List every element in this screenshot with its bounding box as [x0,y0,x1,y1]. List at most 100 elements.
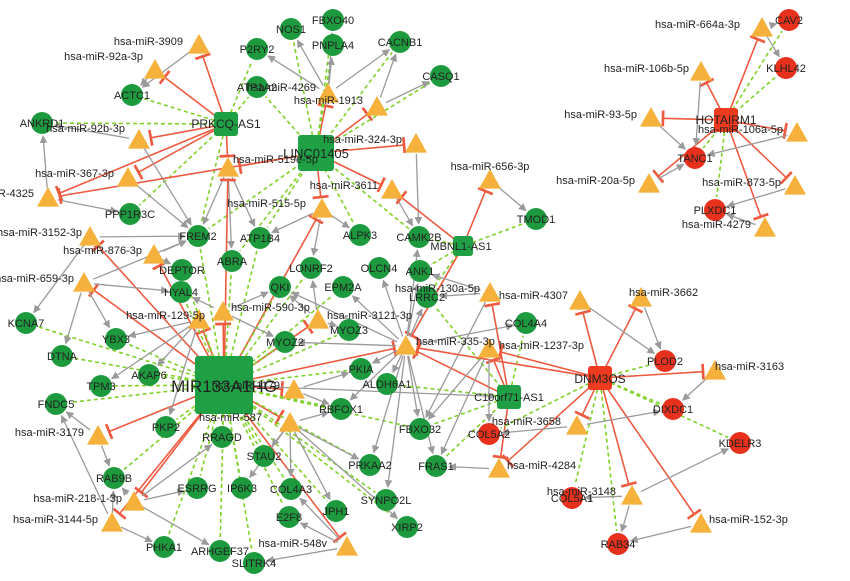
node-xirp2[interactable] [396,516,418,538]
node-dnm3os[interactable] [588,366,612,390]
node-esrrg[interactable] [186,477,208,499]
node-mbnl1-as1[interactable] [453,236,473,256]
node-alpk3[interactable] [349,224,371,246]
node-fbxo40[interactable] [322,9,344,31]
node-lrrc2[interactable] [416,286,438,308]
node-c10orf71-as1[interactable] [497,385,521,409]
node-akap6[interactable] [138,364,160,386]
node-nos1[interactable] [280,18,302,40]
node-qki[interactable] [269,276,291,298]
node-hsa-mir-129-5p[interactable] [188,309,210,329]
node-hsa-mir-3148[interactable] [621,485,643,505]
node-hsa-mir-519e-5p[interactable] [217,157,239,177]
node-prkcq-as1[interactable] [214,112,238,136]
node-e2f8[interactable] [278,506,300,528]
node-klhl42[interactable] [775,57,797,79]
node-dtna[interactable] [51,345,73,367]
node-hsa-mir-1237-3p[interactable] [478,338,500,358]
node-hotairm1[interactable] [714,108,738,132]
node-hsa-mir-876-3p[interactable] [143,244,165,264]
node-hsa-mir-4284[interactable] [488,458,510,478]
node-hsa-mir-367-3p[interactable] [117,167,139,187]
node-prkaa2[interactable] [359,454,381,476]
node-phka1[interactable] [153,536,175,558]
node-fras1[interactable] [425,455,447,477]
node-arhgef37[interactable] [209,540,231,562]
node-mir133a1hg[interactable] [195,356,253,414]
node-hsa-mir-93-5p[interactable] [640,107,662,127]
node-olcn4[interactable] [368,257,390,279]
node-hsa-mir-3662[interactable] [630,287,652,307]
node-atp1a2[interactable] [246,76,268,98]
node-actc1[interactable] [121,84,143,106]
node-kdelr3[interactable] [729,432,751,454]
node-hsa-mir-4269[interactable] [317,83,339,103]
node-rab9b[interactable] [103,467,125,489]
node-hsa-mir-152-3p[interactable] [690,513,712,533]
node-tanc1[interactable] [684,147,706,169]
node-hsa-mir-92a-3p[interactable] [144,59,166,79]
node-hyal4[interactable] [170,281,192,303]
node-slitrk4[interactable] [243,552,265,574]
node-ip6k3[interactable] [231,477,253,499]
node-fndc5[interactable] [45,393,67,415]
node-cav2[interactable] [778,9,800,31]
node-myoz3[interactable] [338,319,360,341]
node-fbxo32[interactable] [409,418,431,440]
node-ppp1r3c[interactable] [119,203,141,225]
node-camk2b[interactable] [408,226,430,248]
node-hsa-mir-3179[interactable] [87,425,109,445]
node-hsa-mir-20a-5p[interactable] [638,173,660,193]
node-rragd[interactable] [211,426,233,448]
node-casq1[interactable] [430,65,452,87]
node-col4a4[interactable] [515,312,537,334]
node-frem2[interactable] [187,225,209,247]
node-hsa-mir-218-1-3p[interactable] [123,491,145,511]
node-hsa-mir-3909[interactable] [188,34,210,54]
node-hsa-mir-515-5p[interactable] [311,198,333,218]
node-synpo2l[interactable] [375,489,397,511]
node-ankrd1[interactable] [31,112,53,134]
node-col5a2[interactable] [478,423,500,445]
node-hsa-mir-335-3p[interactable] [395,335,417,355]
node-p2ry2[interactable] [246,38,268,60]
node-hsa-mir-92b-3p[interactable] [128,129,150,149]
node-jph1[interactable] [325,500,347,522]
node-hsa-mir-3144-5p[interactable] [101,512,123,532]
node-plod2[interactable] [654,350,676,372]
node-cacnb1[interactable] [389,31,411,53]
node-hsa-mir-4279[interactable] [754,217,776,237]
node-hsa-mir-1913[interactable] [366,96,388,116]
node-linc01405[interactable] [298,135,334,171]
node-tpm3[interactable] [90,375,112,397]
node-hsa-mir-4325[interactable] [37,187,59,207]
node-hsa-mir-548v[interactable] [336,536,358,556]
node-hsa-mir-4307[interactable] [569,290,591,310]
node-pnpla4[interactable] [322,34,344,56]
node-stau2[interactable] [253,445,275,467]
node-hsa-mir-3611[interactable] [381,179,403,199]
node-col5a1[interactable] [561,487,583,509]
node-hsa-mir-656-3p[interactable] [479,169,501,189]
node-hsa-mir-3658[interactable] [566,415,588,435]
node-hsa-mir-873-5p[interactable] [784,175,806,195]
node-hsa-mir-587[interactable] [279,412,301,432]
node-hsa-mir-664a-3p[interactable] [751,17,773,37]
node-hsa-mir-590-3p[interactable] [212,301,234,321]
node-hsa-mir-659-3p[interactable] [73,272,95,292]
node-rbfox1[interactable] [330,398,352,420]
node-hsa-mir-130a-5p[interactable] [479,282,501,302]
node-kcna7[interactable] [15,312,37,334]
node-rab34[interactable] [607,533,629,555]
node-hsa-mir-1179[interactable] [283,379,305,399]
node-pkia[interactable] [350,358,372,380]
node-tmod1[interactable] [525,208,547,230]
node-plxdc1[interactable] [704,199,726,221]
node-atp1b4[interactable] [249,227,271,249]
node-abra[interactable] [221,250,243,272]
node-dixdc1[interactable] [662,398,684,420]
node-col4a3[interactable] [280,478,302,500]
node-myoz2[interactable] [274,331,296,353]
node-lonrf2[interactable] [300,257,322,279]
node-deptor[interactable] [171,259,193,281]
